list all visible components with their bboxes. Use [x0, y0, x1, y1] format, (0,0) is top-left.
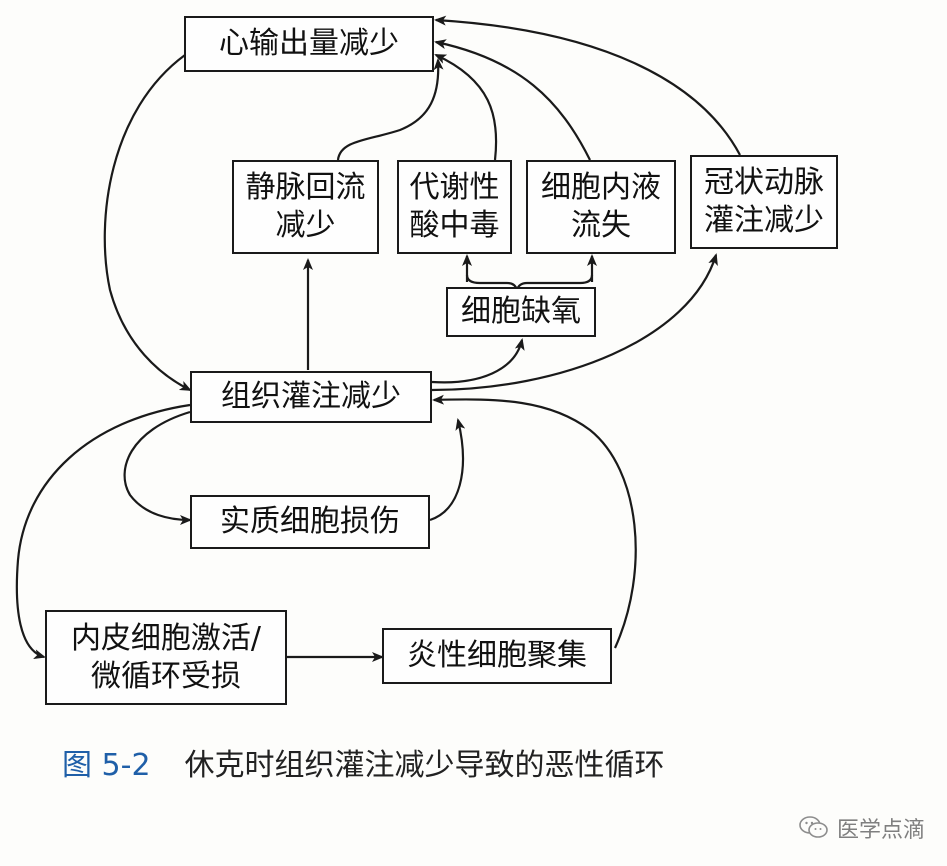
- watermark-text: 医学点滴: [836, 818, 925, 843]
- arrow-tissue-to-hypoxia: [431, 338, 525, 384]
- figure-caption-text: 休克时组织灌注减少导致的恶性循环: [184, 748, 665, 783]
- arrow-injury-to-tissue: [429, 418, 466, 522]
- node-coronary-perfusion: 冠状动脉 灌注减少: [690, 155, 838, 249]
- arrow-coronary-to-output: [434, 15, 741, 156]
- node-metabolic-acidosis: 代谢性 酸中毒: [397, 160, 512, 254]
- node-cell-hypoxia: 细胞缺氧: [446, 287, 596, 337]
- figure-caption: 图 5-2 休克时组织灌注减少导致的恶性循环: [62, 740, 665, 784]
- node-tissue-perfusion: 组织灌注减少: [190, 371, 432, 423]
- node-endothelial-activation: 内皮细胞激活/ 微循环受损: [45, 610, 287, 705]
- figure-number: 图 5-2: [62, 748, 151, 783]
- arrow-tissue-to-coronary: [431, 253, 718, 392]
- watermark: 医学点滴: [799, 812, 925, 844]
- arrow-venous-to-output: [336, 58, 444, 161]
- arrow-acidosis-to-output: [434, 54, 498, 161]
- arrow-inflammatory-to-tissue: [432, 394, 637, 649]
- arrow-tissue-to-endothelial: [15, 403, 191, 659]
- wechat-icon: [799, 816, 828, 838]
- node-cardiac-output: 心输出量减少: [184, 16, 434, 72]
- node-inflammatory-aggregation: 炎性细胞聚集: [382, 628, 612, 684]
- arrow-tissue-to-injury: [123, 410, 192, 525]
- node-cell-fluid-loss: 细胞内液 流失: [526, 160, 676, 254]
- node-parenchymal-injury: 实质细胞损伤: [190, 495, 430, 549]
- node-venous-return: 静脉回流 减少: [232, 160, 379, 254]
- arrow-output-to-tissue: [103, 54, 192, 391]
- arrow-fluidloss-to-output: [434, 39, 591, 161]
